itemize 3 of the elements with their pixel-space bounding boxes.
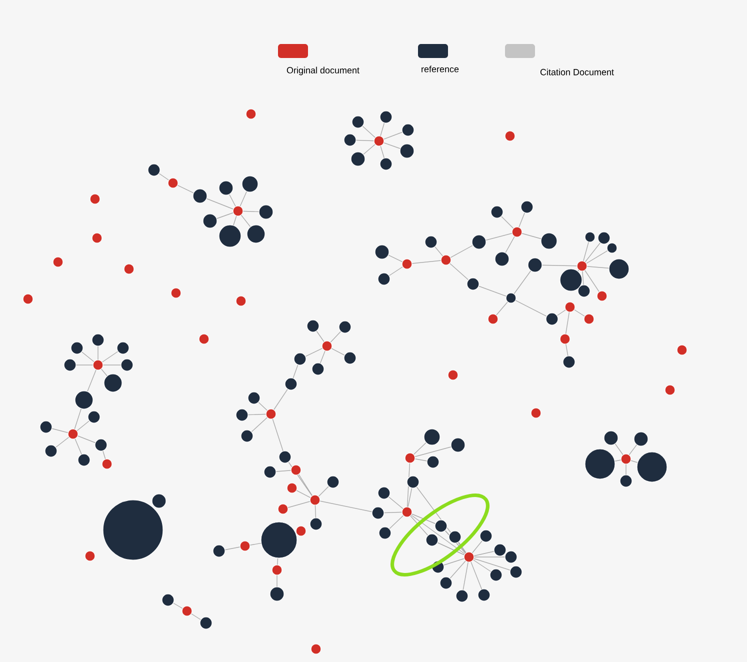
legend-label: Original document xyxy=(286,66,360,76)
legend-label: Citation Document xyxy=(540,68,614,76)
legend-label: reference xyxy=(422,66,459,72)
